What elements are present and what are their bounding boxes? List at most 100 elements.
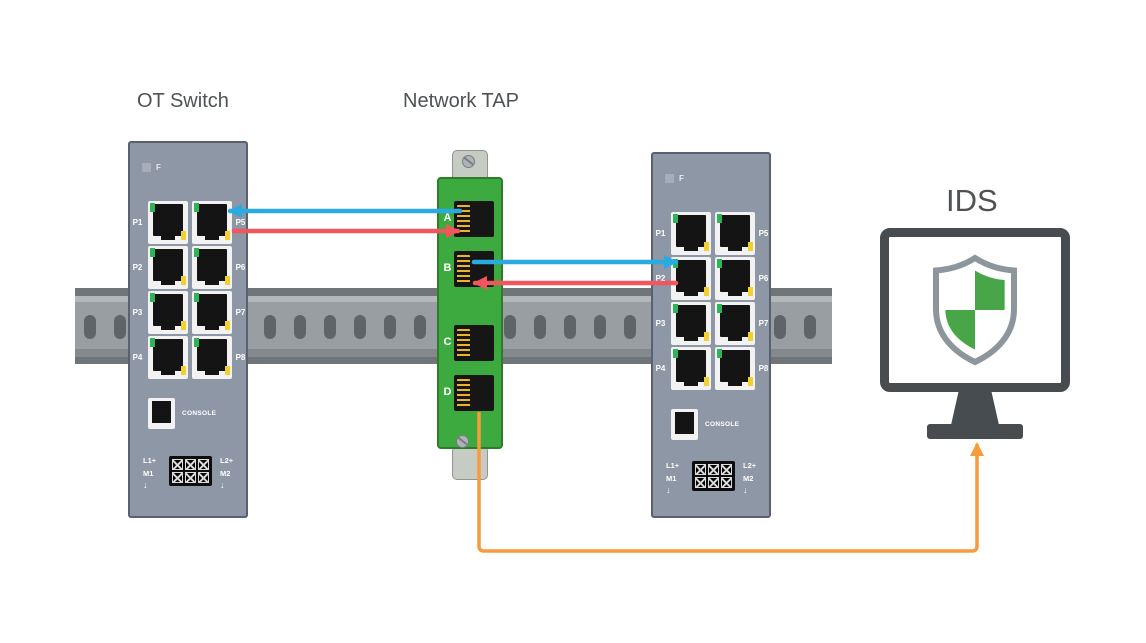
speed-led-icon [225,321,230,330]
terminal-screw-icon [695,464,706,475]
rj45-jack [720,305,750,341]
port-label-p5: P5 [758,229,769,238]
link-led-icon [717,259,722,268]
rj45-jack [153,204,183,240]
down-arrow-icon: ↓ [743,485,748,495]
right-switch-device: F P1 P2 P3 P4 P5 P6 P7 P8 CONSOLE L1+ M1… [651,152,771,518]
terminal-screw-icon [185,459,196,470]
port-p4 [671,347,711,390]
rj45-jack [720,260,750,296]
rj45-jack [675,412,694,434]
speed-led-icon [704,332,709,341]
port-label-p1: P1 [655,229,666,238]
rj45-jack [153,249,183,285]
link-led-icon [150,203,155,212]
power-label-m1: M1 [666,474,677,483]
link-led-icon [150,338,155,347]
ids-monitor [880,228,1070,392]
link-led-icon [673,304,678,313]
tap-port-a [454,201,494,237]
port-label-p2: P2 [132,263,143,272]
port-label-p1: P1 [132,218,143,227]
power-label-m2: M2 [743,474,754,483]
link-led-icon [673,214,678,223]
speed-led-icon [225,231,230,240]
monitor-stand-base [927,424,1023,439]
failure-led-label: F [679,174,684,183]
power-label-l1: L1+ [143,456,157,465]
terminal-screw-icon [198,459,209,470]
tap-mount-tab-bottom [452,446,488,480]
port-label-p6: P6 [758,274,769,283]
speed-led-icon [181,321,186,330]
console-port [148,398,175,429]
ot-switch-device: F P1 P2 P3 P4 P5 P6 P7 P8 CONSOLE L1+ M1… [128,141,248,518]
rj45-jack [197,249,227,285]
tap-port-d [454,375,494,411]
monitor-stand-neck [951,391,999,425]
rj45-jack [676,260,706,296]
down-arrow-icon: ↓ [666,485,671,495]
port-p5 [192,201,232,244]
port-p1 [671,212,711,255]
tap-port-label-d: D [443,386,452,398]
port-p5 [715,212,755,255]
rj45-jack [153,294,183,330]
speed-led-icon [704,377,709,386]
port-label-p8: P8 [235,353,246,362]
link-led-icon [717,304,722,313]
failure-led-indicator [665,174,674,183]
network-tap-device: A B C D [437,177,503,449]
network-tap-title: Network TAP [403,90,519,112]
gold-pins [457,379,470,407]
speed-led-icon [704,242,709,251]
link-led-icon [194,248,199,257]
port-p8 [192,336,232,379]
link-led-icon [194,203,199,212]
power-terminal-block [692,461,735,491]
ot-switch-title: OT Switch [137,90,229,112]
port-p4 [148,336,188,379]
tap-port-label-b: B [443,262,452,274]
tap-port-b [454,251,494,287]
rj45-jack [676,215,706,251]
speed-led-icon [181,366,186,375]
screw-icon-bottom [456,435,469,448]
rj45-jack [720,215,750,251]
console-label: CONSOLE [182,410,217,417]
tap-port-c [454,325,494,361]
down-arrow-icon: ↓ [220,480,225,490]
port-p6 [715,257,755,300]
terminal-screw-icon [198,472,209,483]
rj45-jack [152,401,171,423]
port-label-p7: P7 [758,319,769,328]
port-p2 [148,246,188,289]
terminal-screw-icon [185,472,196,483]
link-led-icon [150,293,155,302]
screw-icon-top [462,155,475,168]
tap-port-label-a: A [443,212,452,224]
rj45-jack [720,350,750,386]
port-label-p5: P5 [235,218,246,227]
rj45-jack [197,339,227,375]
rj45-jack [676,305,706,341]
link-led-icon [150,248,155,257]
gold-pins [457,205,470,233]
terminal-screw-icon [708,477,719,488]
port-label-p3: P3 [132,308,143,317]
speed-led-icon [225,276,230,285]
link-led-icon [673,349,678,358]
link-led-icon [194,293,199,302]
tap-port-label-c: C [443,336,452,348]
port-p2 [671,257,711,300]
link-led-icon [717,349,722,358]
speed-led-icon [181,276,186,285]
port-p7 [192,291,232,334]
gold-pins [457,255,470,283]
failure-led-indicator [142,163,151,172]
power-label-m1: M1 [143,469,154,478]
speed-led-icon [704,287,709,296]
port-p3 [148,291,188,334]
port-label-p7: P7 [235,308,246,317]
port-p3 [671,302,711,345]
